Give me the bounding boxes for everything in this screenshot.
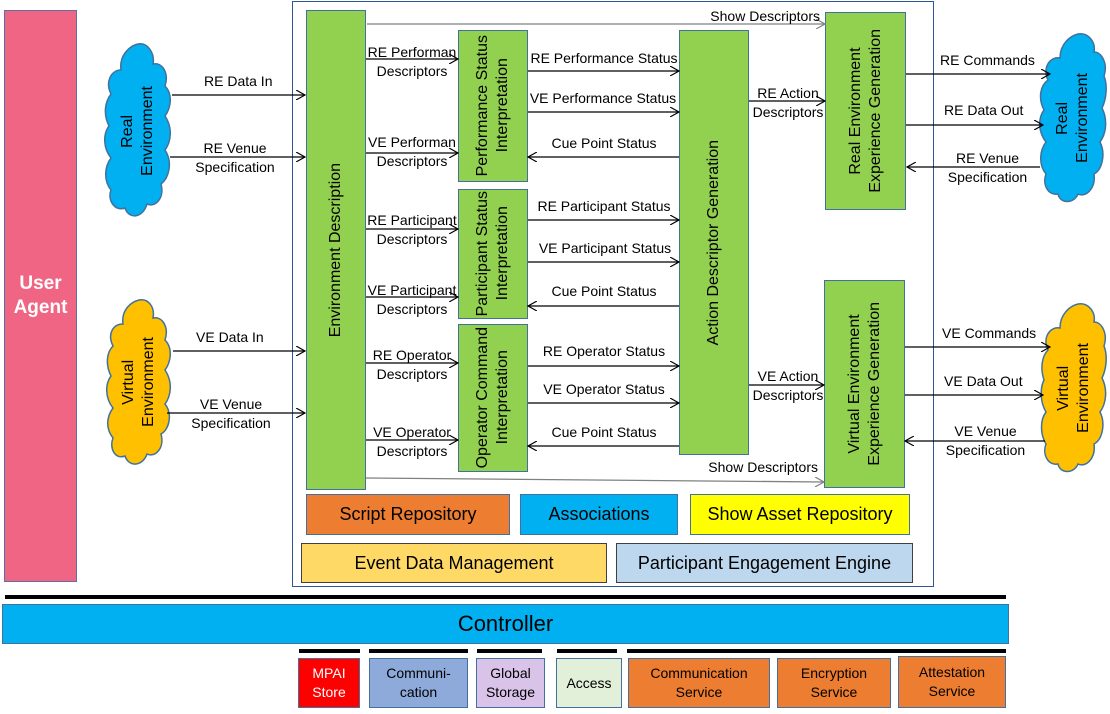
service-communication[interactable]: Communi-cation [369, 658, 468, 708]
script-repository[interactable]: Script Repository [306, 494, 510, 535]
associations-label: Associations [548, 504, 650, 524]
script-repository-label: Script Repository [339, 504, 477, 524]
show-asset-repository[interactable]: Show Asset Repository [690, 494, 910, 535]
virtual-environment-input-cloud[interactable] [105, 296, 173, 468]
ve-data-out-label: VE Data Out [944, 373, 1023, 389]
associations[interactable]: Associations [520, 494, 678, 535]
main-frame [292, 1, 934, 587]
real-environment-output-cloud[interactable] [1038, 30, 1108, 205]
user-agent-label-line2: Agent [13, 297, 68, 318]
user-agent-label-line1: User [19, 273, 62, 294]
cue-point-2-label: Cue Point Status [551, 283, 657, 299]
action-descriptor-generation-label: Action Descriptor Generation [705, 139, 722, 346]
ve-data-in-label: VE Data In [196, 329, 264, 345]
environment-description-label: Environment Description [327, 162, 344, 338]
action-descriptor-generation-module[interactable]: Action Descriptor Generation [679, 30, 749, 455]
ve-commands-label: VE Commands [942, 325, 1037, 341]
user-agent-block[interactable]: User Agent [4, 10, 77, 582]
ve-part-status-label: VE Participant Status [538, 240, 672, 256]
re-commands-label: RE Commands [940, 52, 1035, 68]
participant-engagement-engine[interactable]: Participant Engagement Engine [616, 543, 913, 583]
ve-perf-status-label: VE Performance Status [529, 90, 677, 106]
cue-point-3-label: Cue Point Status [551, 424, 657, 440]
environment-description-module[interactable]: Environment Description [306, 10, 366, 490]
participant-engagement-engine-label: Participant Engagement Engine [637, 552, 892, 573]
cue-point-1-label: Cue Point Status [551, 135, 657, 151]
re-oper-status-label: RE Operator Status [542, 343, 666, 359]
show-asset-repository-label: Show Asset Repository [707, 504, 893, 524]
event-data-management[interactable]: Event Data Management [301, 543, 607, 583]
re-perf-status-label: RE Performance Status [530, 50, 678, 66]
ve-oper-status-label: VE Operator Status [543, 381, 665, 397]
controller-label: Controller [457, 611, 554, 636]
service-access[interactable]: Access [556, 658, 622, 708]
re-data-in-label: RE Data In [204, 73, 273, 89]
show-desc-bottom-label: Show Descriptors [708, 459, 818, 475]
show-desc-top-label: Show Descriptors [710, 8, 820, 24]
event-data-management-label: Event Data Management [354, 552, 554, 573]
controller-bar[interactable]: Controller [2, 604, 1009, 644]
real-environment-input-cloud[interactable] [103, 40, 173, 222]
re-data-out-label: RE Data Out [944, 102, 1024, 118]
re-part-status-label: RE Participant Status [537, 198, 671, 214]
